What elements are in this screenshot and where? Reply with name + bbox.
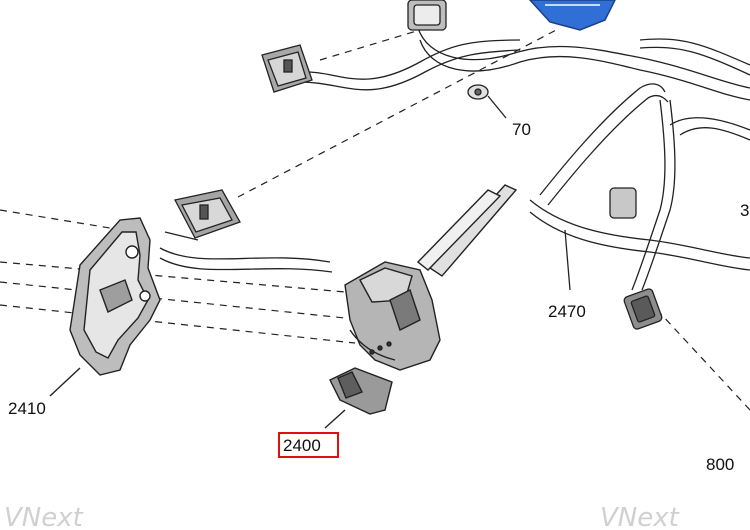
wire-harness-upper	[299, 27, 750, 141]
dashed-leaders	[0, 27, 750, 411]
watermark: VNext VNext	[4, 503, 680, 530]
harness-connector	[609, 187, 663, 330]
watermark-right: VNext	[600, 503, 680, 530]
callout-800[interactable]: 800	[706, 455, 734, 474]
switch-assembly-2400	[324, 184, 518, 429]
callout-2410[interactable]: 2410	[8, 399, 46, 418]
top-connector	[407, 0, 447, 31]
connector-middle	[159, 189, 333, 273]
connector-upper-left	[261, 44, 313, 93]
callouts: 70 2470 2410 800 3 2400	[8, 120, 749, 474]
callout-2400[interactable]: 2400	[283, 436, 321, 455]
harness-2470	[529, 83, 750, 291]
callout-70[interactable]: 70	[512, 120, 531, 139]
watermark-left: VNext	[4, 503, 84, 530]
highlight-box-2400	[278, 432, 339, 458]
housing-2410	[49, 217, 161, 397]
blue-component	[528, 0, 616, 31]
screw-70	[467, 84, 507, 119]
callout-2470[interactable]: 2470	[548, 302, 586, 321]
callout-3[interactable]: 3	[740, 201, 749, 220]
